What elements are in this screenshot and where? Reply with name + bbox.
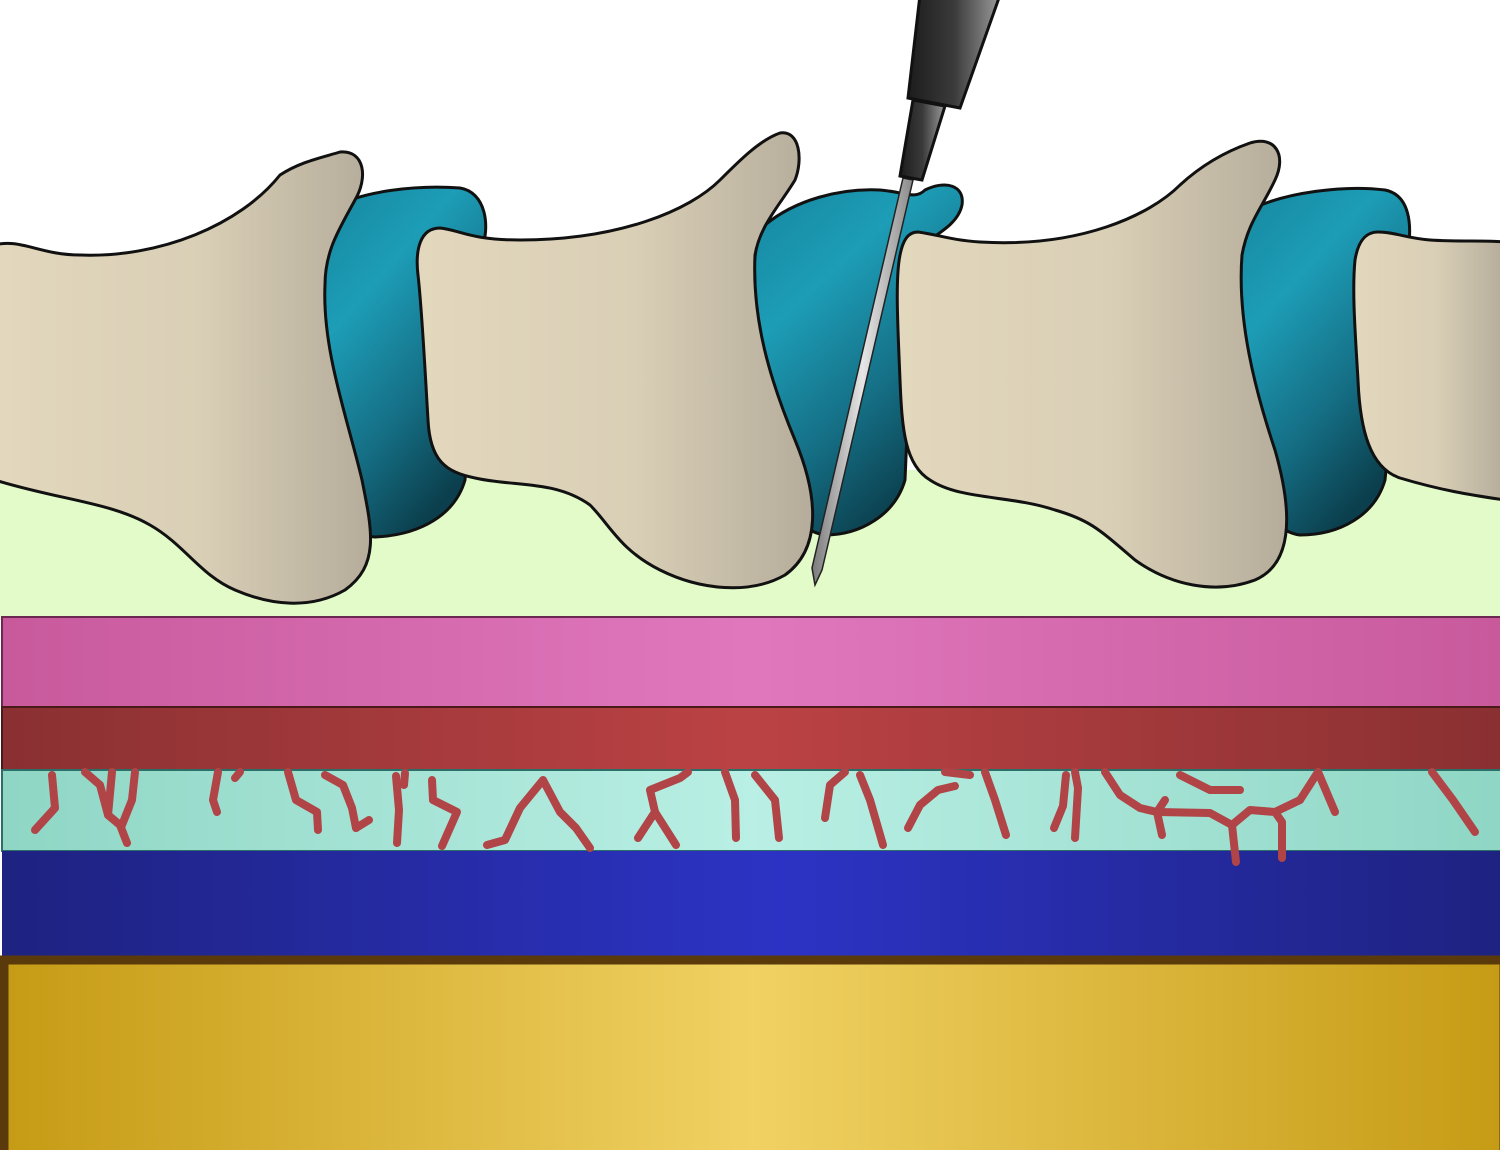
- blood-vessel: [941, 768, 974, 779]
- blood-vessels: [31, 768, 1479, 866]
- blood-vessel: [284, 768, 322, 834]
- blood-vessel: [428, 776, 461, 850]
- blood-vessel: [31, 771, 59, 834]
- blood-vessel: [483, 776, 594, 852]
- vertebra-1: [0, 150, 372, 605]
- blood-vessel: [1153, 808, 1240, 866]
- gold-layer: [0, 955, 1500, 1150]
- blood-vessel: [392, 772, 403, 847]
- blood-vessel: [821, 768, 849, 822]
- blood-vessel: [321, 771, 360, 832]
- blood-vessel: [751, 771, 783, 842]
- blood-vessel: [1296, 768, 1322, 804]
- needle-icon: [811, 177, 914, 588]
- blood-vessel: [104, 768, 116, 819]
- blood-vessel: [634, 768, 692, 842]
- blood-vessel: [651, 808, 680, 849]
- blood-vessel: [118, 768, 139, 829]
- blood-vessel: [981, 768, 1010, 839]
- vertebra-3: [895, 139, 1289, 589]
- blood-vessel: [1428, 768, 1479, 836]
- red-layer: [1, 706, 1500, 771]
- blood-vessel: [1050, 771, 1070, 832]
- blood-vessel: [209, 768, 222, 816]
- blood-vessel: [1314, 768, 1339, 816]
- spinal-cord-layer: [2, 851, 1500, 956]
- vertebra-4: [1352, 230, 1500, 501]
- blood-vessel: [721, 768, 740, 842]
- blood-vessel: [1271, 796, 1304, 816]
- blood-vessel: [856, 771, 887, 849]
- blood-vessel: [1176, 771, 1244, 794]
- vertebra-2: [415, 131, 815, 590]
- blood-vessel: [904, 782, 959, 832]
- syringe-hub-icon: [898, 0, 1000, 182]
- blood-vessel: [400, 769, 409, 789]
- blood-vessel: [1101, 768, 1169, 816]
- blood-vessel: [231, 768, 244, 782]
- blood-vessel: [1071, 768, 1082, 842]
- dura-mater-layer: [1, 616, 1500, 708]
- blood-vessel: [352, 816, 373, 832]
